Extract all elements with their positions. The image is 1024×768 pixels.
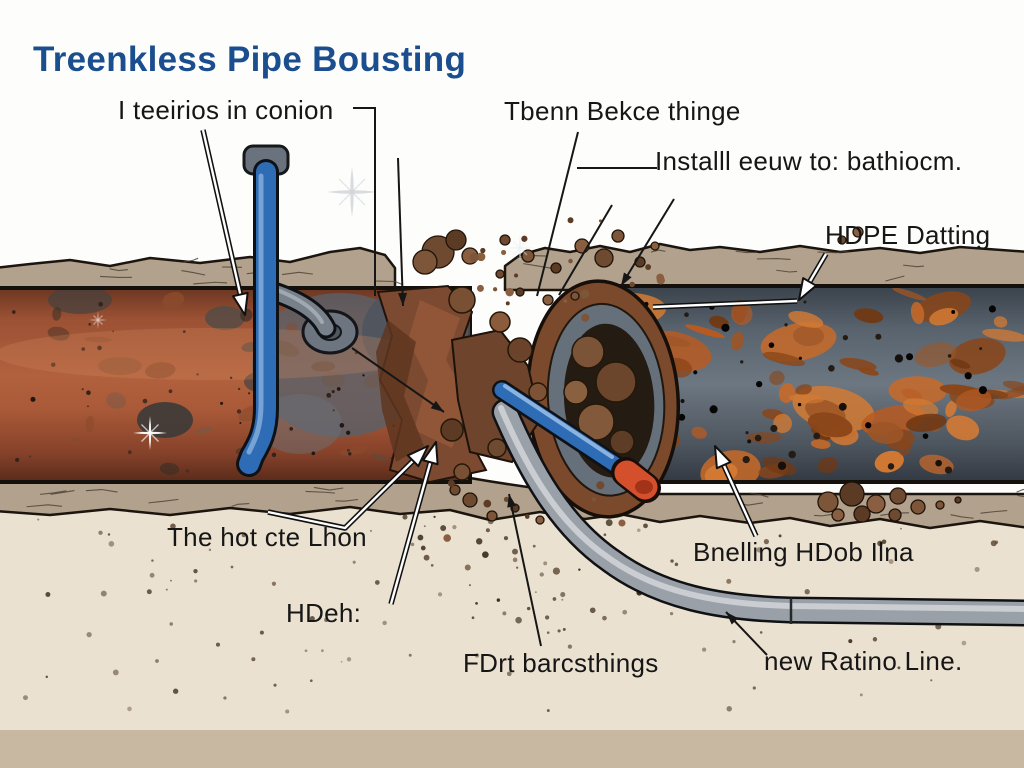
sparkles [89, 166, 534, 450]
label-host-pipe: The hot cte Lhon [167, 522, 367, 552]
flying-debris [412, 226, 962, 525]
burst-rubble [376, 284, 548, 484]
rod-tip-face [635, 480, 653, 494]
debris-in-mouth [563, 335, 637, 455]
ground-cream [0, 500, 1024, 768]
footer-band [0, 730, 1024, 768]
hdpe-pipe [491, 398, 1024, 627]
label-hdpe-pipe: HDPE Datting [825, 220, 991, 250]
label-install-line: Installl eeuw to: bathiocm. [655, 146, 963, 176]
label-cable-cap: I teeirios in conion [118, 95, 334, 125]
leader-arrows [200, 107, 829, 656]
pull-cable-riser [236, 144, 290, 477]
diagram-title: Treenkless Pipe Bousting [33, 40, 467, 79]
label-burst-zone: Tbenn Bekce thinge [504, 96, 741, 126]
bursting-rod [492, 380, 661, 503]
label-fragments: FDrt barcsthings [463, 648, 659, 678]
label-hdeh: HDeh: [286, 598, 362, 628]
label-bursting-head: Bnelling HDob Ilna [693, 537, 914, 567]
label-new-line: new Ratino Line. [764, 646, 963, 676]
